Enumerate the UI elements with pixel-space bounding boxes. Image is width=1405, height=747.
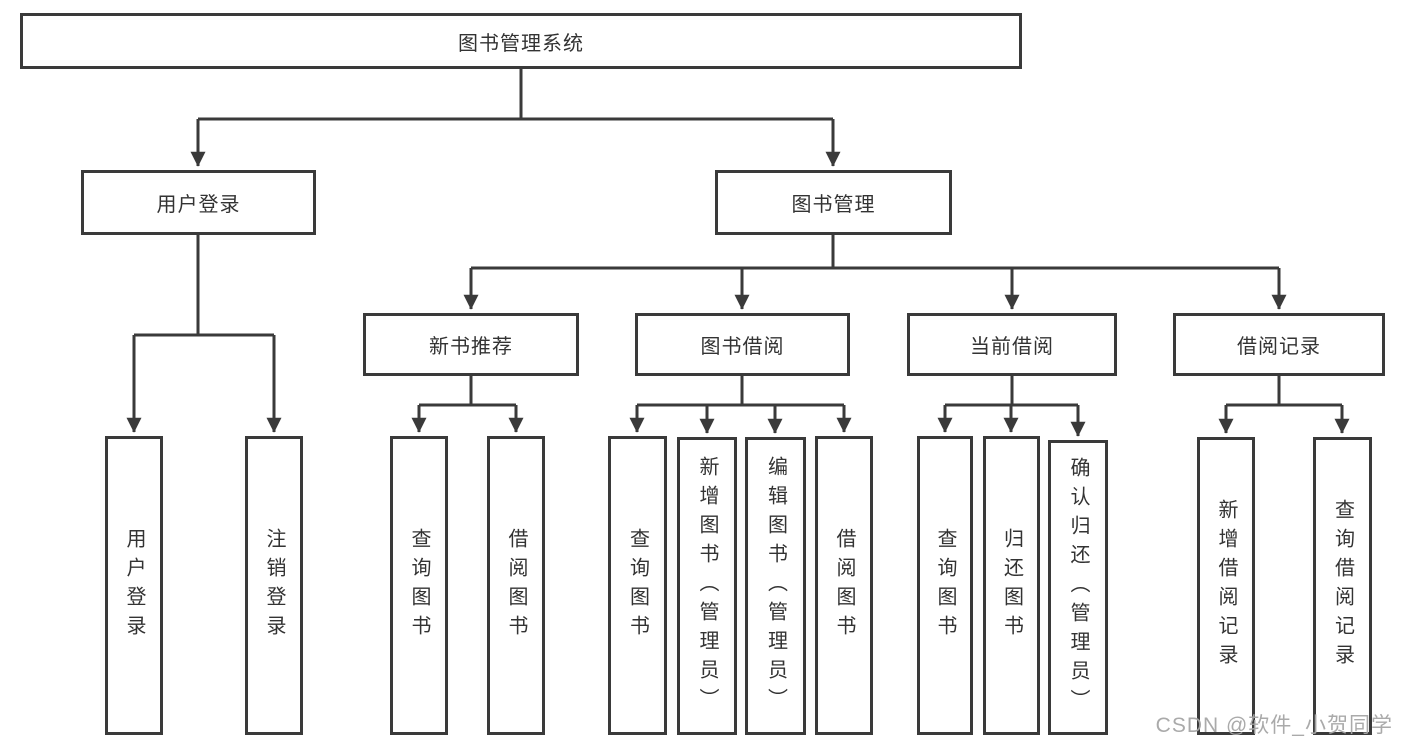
leaf-add-borrow-record: 新增借阅记录: [1197, 437, 1255, 735]
node-borrow-records: 借阅记录: [1173, 313, 1385, 376]
leaf-query-book-current-label: 查询图书: [934, 527, 956, 644]
node-root-system: 图书管理系统: [20, 13, 1022, 69]
leaf-query-book-borrow: 查询图书: [608, 436, 667, 735]
node-user-login-label: 用户登录: [156, 194, 241, 216]
node-borrow-records-label: 借阅记录: [1237, 336, 1321, 358]
leaf-borrow-book-recommend: 借阅图书: [487, 436, 545, 735]
node-book-management-label: 图书管理: [791, 194, 876, 216]
leaf-logout-label: 注销登录: [263, 527, 285, 644]
leaf-user-login-label: 用户登录: [123, 527, 145, 644]
leaf-query-borrow-record-label: 查询借阅记录: [1331, 499, 1354, 673]
node-current-borrow: 当前借阅: [907, 313, 1117, 376]
node-current-borrow-label: 当前借阅: [970, 336, 1054, 358]
node-user-login-branch: 用户登录: [81, 170, 316, 235]
leaf-confirm-return-admin: 确认归还（管理员）: [1048, 440, 1108, 735]
leaf-confirm-return-admin-label: 确认归还（管理员）: [1067, 457, 1089, 718]
leaf-return-book-label: 归还图书: [1000, 527, 1023, 644]
leaf-add-book-admin: 新增图书（管理员）: [677, 437, 737, 735]
leaf-query-borrow-record: 查询借阅记录: [1313, 437, 1372, 735]
node-book-borrow: 图书借阅: [635, 313, 850, 376]
leaf-user-login: 用户登录: [105, 436, 163, 735]
leaf-return-book: 归还图书: [983, 436, 1040, 735]
leaf-query-book-current: 查询图书: [917, 436, 973, 735]
leaf-borrow-book: 借阅图书: [815, 436, 873, 735]
node-new-book-recommend-label: 新书推荐: [429, 336, 513, 358]
leaf-add-borrow-record-label: 新增借阅记录: [1215, 499, 1237, 673]
leaf-add-book-admin-label: 新增图书（管理员）: [696, 455, 718, 717]
leaf-logout: 注销登录: [245, 436, 303, 735]
node-root-label: 图书管理系统: [458, 32, 584, 55]
node-book-borrow-label: 图书借阅: [700, 336, 785, 358]
node-new-book-recommend: 新书推荐: [363, 313, 579, 376]
csdn-watermark: CSDN @软件_小贺同学: [1155, 714, 1393, 737]
leaf-query-book-borrow-label: 查询图书: [626, 527, 649, 644]
leaf-borrow-book-recommend-label: 借阅图书: [505, 527, 527, 644]
leaf-query-book-recommend: 查询图书: [390, 436, 448, 735]
leaf-borrow-book-label: 借阅图书: [833, 527, 855, 644]
leaf-query-book-recommend-label: 查询图书: [408, 527, 430, 644]
node-book-management: 图书管理: [715, 170, 952, 235]
leaf-edit-book-admin-label: 编辑图书（管理员）: [764, 455, 787, 717]
leaf-edit-book-admin: 编辑图书（管理员）: [745, 437, 806, 735]
